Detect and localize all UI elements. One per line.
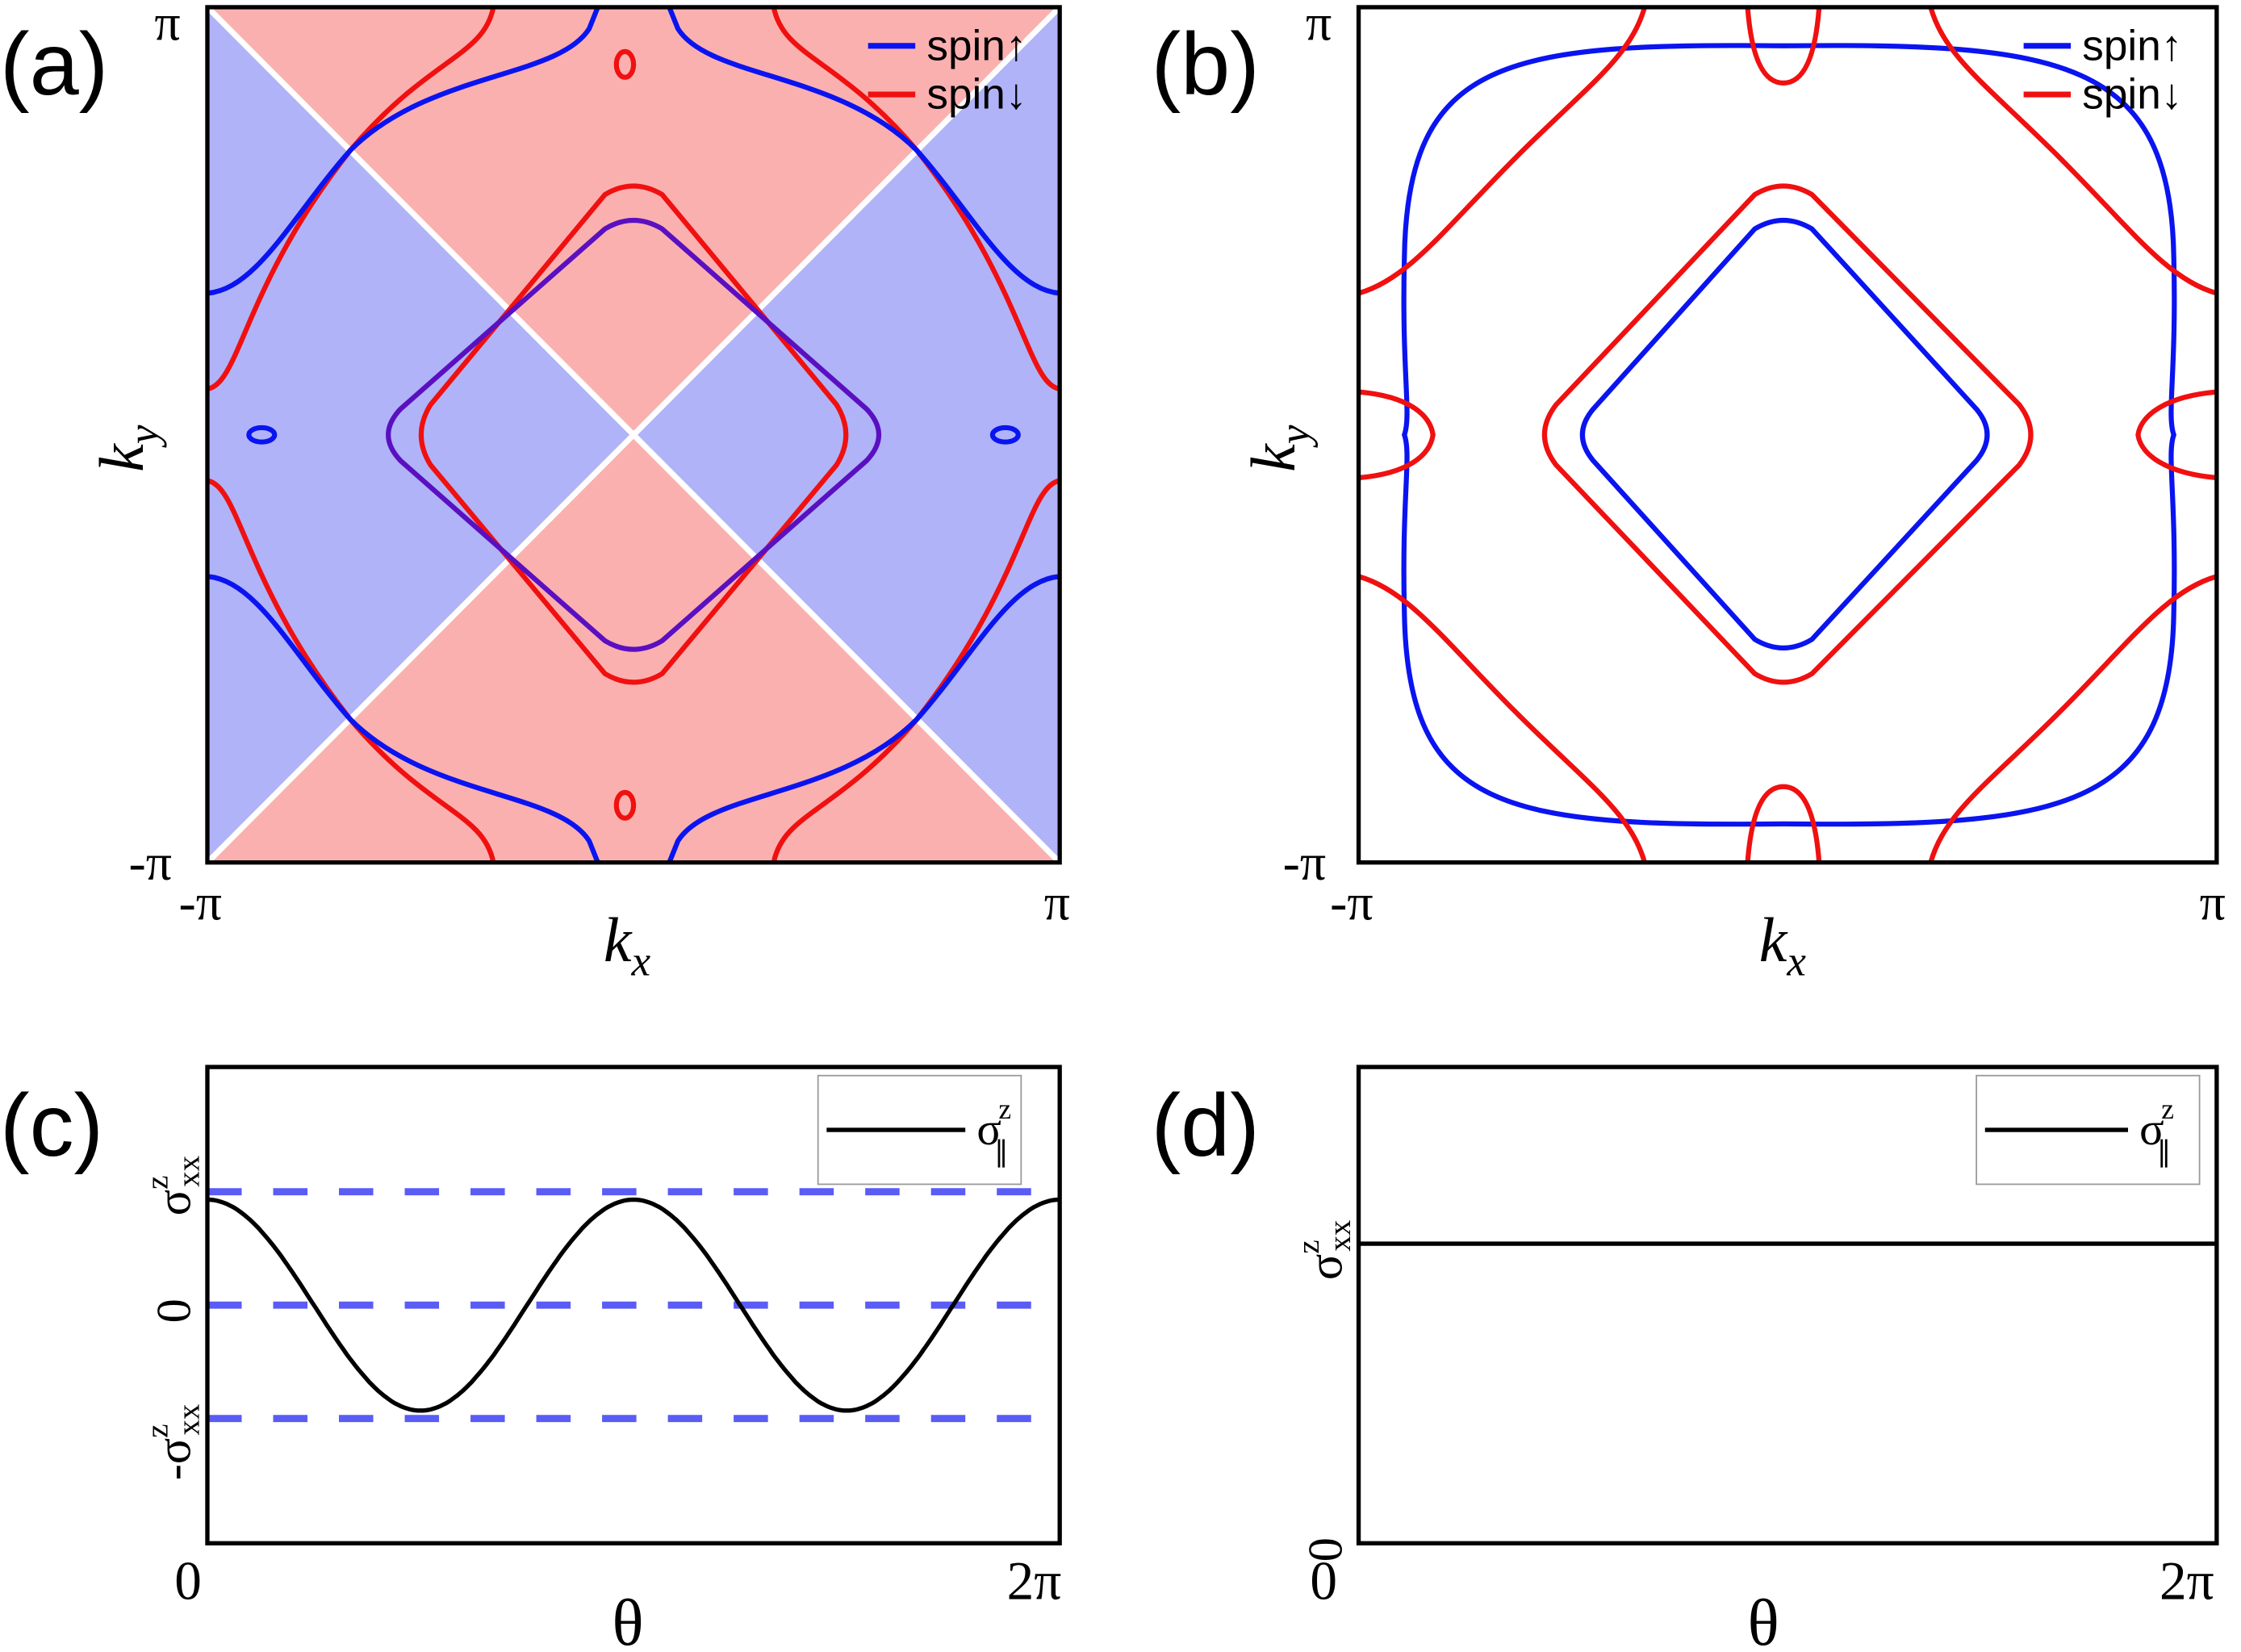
spin-down-pocket xyxy=(1358,389,1436,481)
panel-a: spin↑ spin↓ (a) π -π -π π kx ky xyxy=(0,0,1070,985)
spin-down-outer-contour xyxy=(1928,574,2218,864)
y-tick-max: π xyxy=(1306,0,1332,52)
y-tick-sigma: σzxx xyxy=(1291,1219,1357,1280)
x-axis-label: θ xyxy=(1748,1586,1779,1652)
spin-down-pocket xyxy=(1745,784,1822,863)
legend-label: σz∥ xyxy=(976,1093,1011,1168)
spin-down-pocket xyxy=(1745,6,1822,86)
spin-up-outer-contour xyxy=(207,574,600,864)
panel-label-b: (b) xyxy=(1152,15,1260,114)
spin-up-pocket xyxy=(246,425,278,445)
y-tick-sigma: σzxx xyxy=(140,1155,206,1215)
plot-frame xyxy=(1356,1064,2219,1545)
y-tick-zero: 0 xyxy=(1298,1537,1353,1562)
spin-up-outer-contour xyxy=(667,6,1060,296)
y-axis-label: ky xyxy=(87,425,167,472)
spin-up-outer-contour xyxy=(1401,43,2177,827)
x-tick-2pi: 2π xyxy=(1007,1550,1062,1611)
panel-c: σz∥ (c) σzxx 0 -σzxx 0 2π θ xyxy=(0,1064,1062,1652)
x-tick-min: -π xyxy=(1330,874,1373,931)
legend-label-spin-down: spin↓ xyxy=(2082,71,2182,119)
legend-label-spin-up: spin↑ xyxy=(2082,22,2182,69)
spin-down-inner-contour xyxy=(418,183,849,685)
legend-label-spin-down: spin↓ xyxy=(926,71,1026,119)
sigma-parallel-curve xyxy=(207,1197,1060,1413)
x-tick-zero: 0 xyxy=(1310,1550,1337,1611)
x-tick-min: -π xyxy=(179,874,222,931)
legend-label: σz∥ xyxy=(2139,1093,2174,1168)
y-tick-max: π xyxy=(154,0,180,52)
panel-label-d: (d) xyxy=(1152,1077,1260,1175)
spin-down-outer-contour xyxy=(1357,6,1647,296)
panel-label-a: (a) xyxy=(0,15,108,114)
panel-label-c: (c) xyxy=(0,1077,103,1175)
x-axis-label: kx xyxy=(604,905,651,985)
spin-down-inner-contour xyxy=(1541,183,2034,685)
spin-up-inner-contour xyxy=(1579,218,1990,650)
x-tick-2pi: 2π xyxy=(2159,1550,2214,1611)
spin-down-pocket xyxy=(613,48,637,80)
x-axis-label: kx xyxy=(1759,905,1807,985)
spin-down-outer-contour xyxy=(1357,574,1647,864)
spin-up-inner-contour xyxy=(386,218,881,652)
y-tick-min: -π xyxy=(1283,834,1326,891)
x-axis-label: θ xyxy=(612,1586,643,1652)
spin-up-outer-contour xyxy=(667,574,1060,864)
plot-frame xyxy=(205,5,1062,865)
spin-down-pocket xyxy=(613,789,637,821)
spin-down-pocket xyxy=(2135,389,2218,481)
x-tick-max: π xyxy=(1044,874,1070,931)
y-tick-zero: 0 xyxy=(148,1299,202,1323)
legend-label-spin-up: spin↑ xyxy=(926,22,1026,69)
y-tick-min: -π xyxy=(128,834,171,891)
spin-down-outer-contour xyxy=(1928,6,2218,296)
y-axis-label: ky xyxy=(1239,425,1319,472)
x-tick-max: π xyxy=(2200,874,2226,931)
panel-b: spin↑ spin↓ (b) π -π -π π kx ky xyxy=(1152,0,2226,985)
spin-up-outer-contour xyxy=(207,6,600,296)
spin-up-pocket xyxy=(989,425,1021,445)
plot-frame xyxy=(205,1064,1062,1545)
x-tick-zero: 0 xyxy=(174,1550,202,1611)
panel-d: σz∥ (d) σzxx 0 0 2π θ xyxy=(1152,1064,2219,1652)
plot-frame xyxy=(1356,5,2219,865)
y-tick-neg-sigma: -σzxx xyxy=(140,1403,206,1480)
